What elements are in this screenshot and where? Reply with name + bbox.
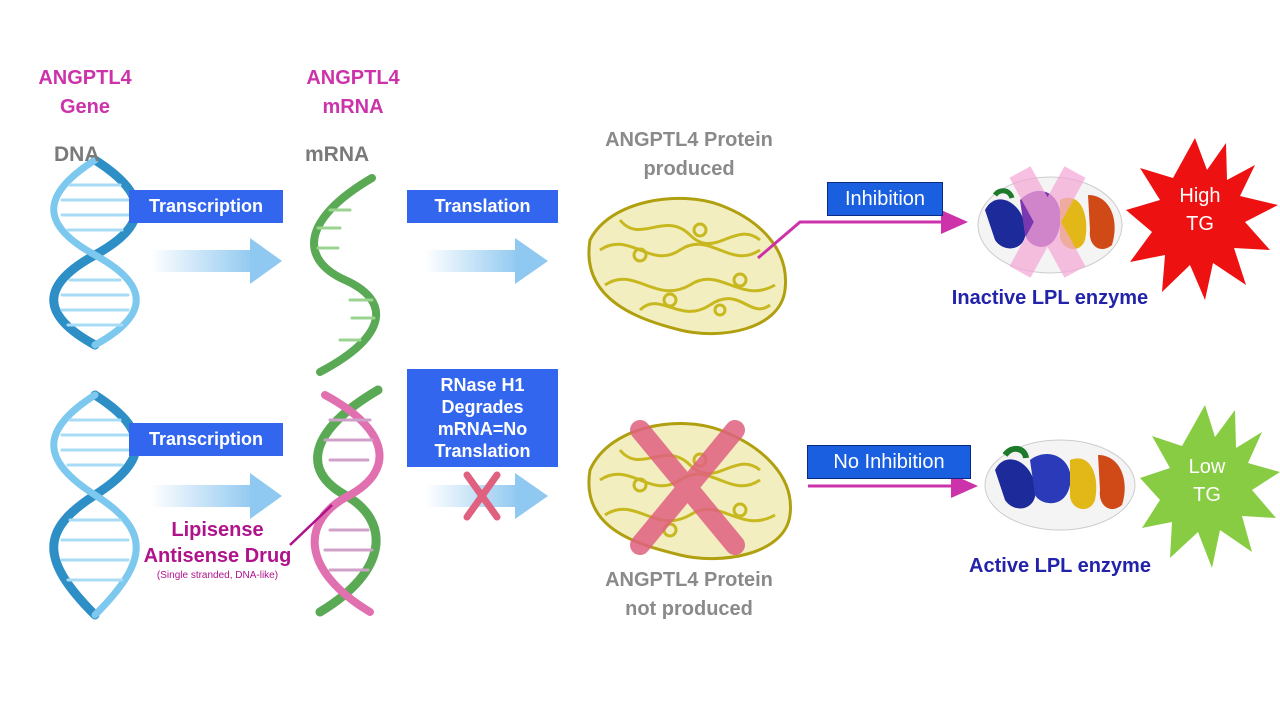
high-tg-line2: TG — [1186, 213, 1214, 235]
bottom-protein-line1: ANGPTL4 Protein — [605, 569, 773, 591]
drug-line1: Lipisense — [171, 519, 264, 541]
top-protein-line1: ANGPTL4 Protein — [605, 129, 773, 151]
bottom-transcription-label: Transcription — [148, 429, 264, 449]
mrna-title-line2: mRNA — [322, 96, 384, 118]
active-lpl-enzyme-icon — [984, 439, 1136, 531]
low-tg-line1: Low — [1188, 456, 1226, 478]
top-translation-box: Translation — [407, 190, 558, 223]
bottom-blocked-arrow-icon — [425, 471, 548, 521]
top-mrna-strand-icon — [310, 174, 381, 376]
low-tg-star-icon — [1140, 405, 1280, 568]
mrna-title: ANGPTL4 mRNA — [288, 64, 418, 122]
top-transcription-box: Transcription — [129, 190, 283, 223]
top-angptl4-protein-icon — [587, 196, 788, 336]
rnase-line1: RNase H1 — [440, 375, 525, 395]
rnase-line4: Translation — [434, 441, 531, 461]
gene-title-line2: Gene — [59, 96, 111, 118]
mrna-label: mRNA — [305, 143, 370, 166]
low-tg-text: Low TG — [1172, 453, 1242, 509]
top-translation-label: Translation — [434, 196, 531, 216]
rnase-box: RNase H1 Degrades mRNA=No Translation — [407, 369, 558, 467]
protein-blocked-x-icon — [630, 420, 745, 555]
inhibition-label: Inhibition — [844, 187, 926, 210]
drug-line2: Antisense Drug — [143, 545, 292, 567]
dna-label: DNA — [54, 143, 100, 166]
bottom-transcription-box: Transcription — [129, 423, 283, 456]
rnase-line2: Degrades — [441, 397, 524, 417]
high-tg-text: High TG — [1165, 182, 1235, 238]
bottom-protein-caption: ANGPTL4 Protein not produced — [590, 566, 788, 624]
antisense-drug-label: Lipisense Antisense Drug (Single strande… — [135, 517, 300, 583]
active-enzyme-label: Active LPL enzyme — [969, 555, 1151, 577]
inactive-enzyme-label: Inactive LPL enzyme — [951, 287, 1149, 309]
top-dna-helix-icon — [49, 155, 141, 350]
rnase-line3: mRNA=No — [437, 419, 528, 439]
top-protein-line2: produced — [643, 158, 735, 180]
bottom-transcription-arrow-icon — [150, 473, 282, 519]
low-tg-line2: TG — [1193, 484, 1221, 506]
bottom-dna-helix-icon — [49, 390, 141, 620]
bottom-mrna-antisense-duplex-icon — [310, 385, 384, 617]
no-inhibition-label: No Inhibition — [833, 450, 945, 473]
no-inhibition-box: No Inhibition — [807, 445, 971, 479]
high-tg-star-icon — [1126, 138, 1278, 300]
mrna-title-line1: ANGPTL4 — [306, 67, 400, 89]
gene-title: ANGPTL4 Gene — [20, 64, 150, 122]
inhibition-connector-arrow-icon — [757, 210, 968, 260]
inhibition-box: Inhibition — [827, 182, 943, 216]
top-transcription-label: Transcription — [148, 196, 264, 216]
top-translation-arrow-icon — [425, 238, 548, 284]
top-transcription-arrow-icon — [150, 238, 282, 284]
high-tg-line1: High — [1179, 185, 1221, 207]
drug-note: (Single stranded, DNA-like) — [156, 570, 279, 581]
bottom-protein-line2: not produced — [625, 598, 753, 620]
drug-pointer-line — [289, 504, 333, 546]
gene-title-line1: ANGPTL4 — [38, 67, 132, 89]
enzyme-inhibited-x-icon — [1009, 166, 1086, 278]
top-protein-caption: ANGPTL4 Protein produced — [590, 126, 788, 184]
